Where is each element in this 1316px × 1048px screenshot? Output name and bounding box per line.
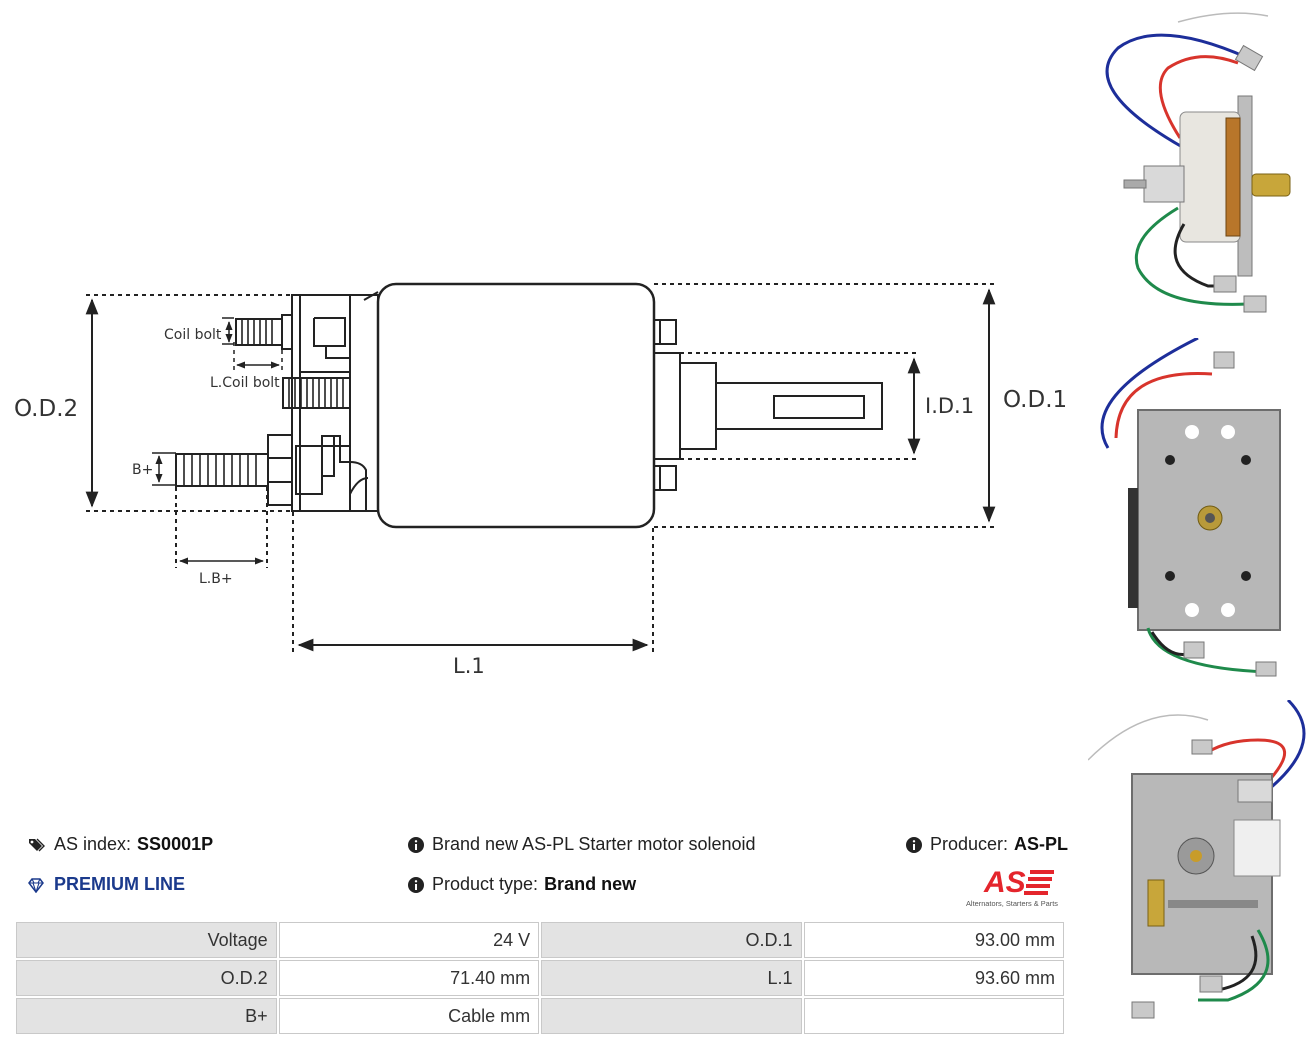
info-icon [408, 876, 424, 893]
as-index: AS index: SS0001P [26, 834, 213, 855]
spec-table: Voltage 24 V O.D.1 93.00 mm O.D.2 71.40 … [14, 920, 1066, 1036]
premium-line: PREMIUM LINE [26, 874, 185, 895]
tags-icon [29, 838, 45, 851]
table-row: B+ Cable mm [16, 998, 1064, 1034]
spec-value: 24 V [278, 922, 540, 958]
table-row: Voltage 24 V O.D.1 93.00 mm [16, 922, 1064, 958]
spec-value: Cable mm [278, 998, 540, 1034]
producer-label: Producer: [930, 834, 1009, 854]
product-photo-front [1100, 338, 1281, 677]
logo-text: AS [983, 866, 1026, 899]
l1-label: L.1 [453, 654, 485, 678]
coil-bolt-label: Coil bolt [164, 327, 222, 343]
spec-key: O.D.1 [541, 922, 802, 958]
logo-tagline: Alternators, Starters & Parts [966, 899, 1058, 908]
spec-table-body: Voltage 24 V O.D.1 93.00 mm O.D.2 71.40 … [16, 922, 1064, 1034]
product-info: AS index: SS0001P PREMIUM LINE Brand new… [0, 826, 1080, 926]
id1-label: I.D.1 [925, 394, 974, 418]
spec-key: O.D.2 [16, 960, 277, 996]
product-type-value: Brand new [544, 874, 637, 894]
table-row: O.D.2 71.40 mm L.1 93.60 mm [16, 960, 1064, 996]
premium-line-label: PREMIUM LINE [54, 874, 186, 894]
as-index-value: SS0001P [137, 834, 214, 854]
description-text: Brand new AS-PL Starter motor solenoid [432, 834, 756, 854]
producer: Producer: AS-PL [906, 834, 1068, 855]
as-index-label: AS index: [54, 834, 132, 854]
product-photo-side [1105, 12, 1291, 313]
producer-value: AS-PL [1014, 834, 1069, 854]
product-type: Product type: Brand new [408, 874, 636, 895]
l-coil-bolt-label: L.Coil bolt [210, 375, 280, 391]
spec-value: 71.40 mm [278, 960, 540, 996]
spec-key: Voltage [16, 922, 277, 958]
spec-value: 93.60 mm [803, 960, 1064, 996]
diamond-icon [28, 877, 44, 893]
as-pl-logo: AS Alternators, Starters & Parts [966, 866, 1058, 908]
spec-value: 93.00 mm [803, 922, 1064, 958]
spec-key: B+ [16, 998, 277, 1034]
od1-label: O.D.1 [1003, 387, 1067, 413]
spec-key [541, 998, 802, 1034]
l-b-plus-label: L.B+ [199, 571, 233, 587]
solenoid-dimension-drawing: O.D.2 O.D.1 I.D.1 L.1 Coil bolt L.Coil b… [14, 282, 1067, 678]
spec-value [803, 998, 1064, 1034]
spec-key: L.1 [541, 960, 802, 996]
b-plus-label: B+ [132, 462, 153, 478]
info-icon [906, 836, 922, 853]
info-icon [408, 836, 424, 853]
description: Brand new AS-PL Starter motor solenoid [408, 834, 756, 855]
od2-label: O.D.2 [14, 396, 78, 422]
product-type-label: Product type: [432, 874, 539, 894]
product-photo-back [1088, 700, 1306, 1019]
